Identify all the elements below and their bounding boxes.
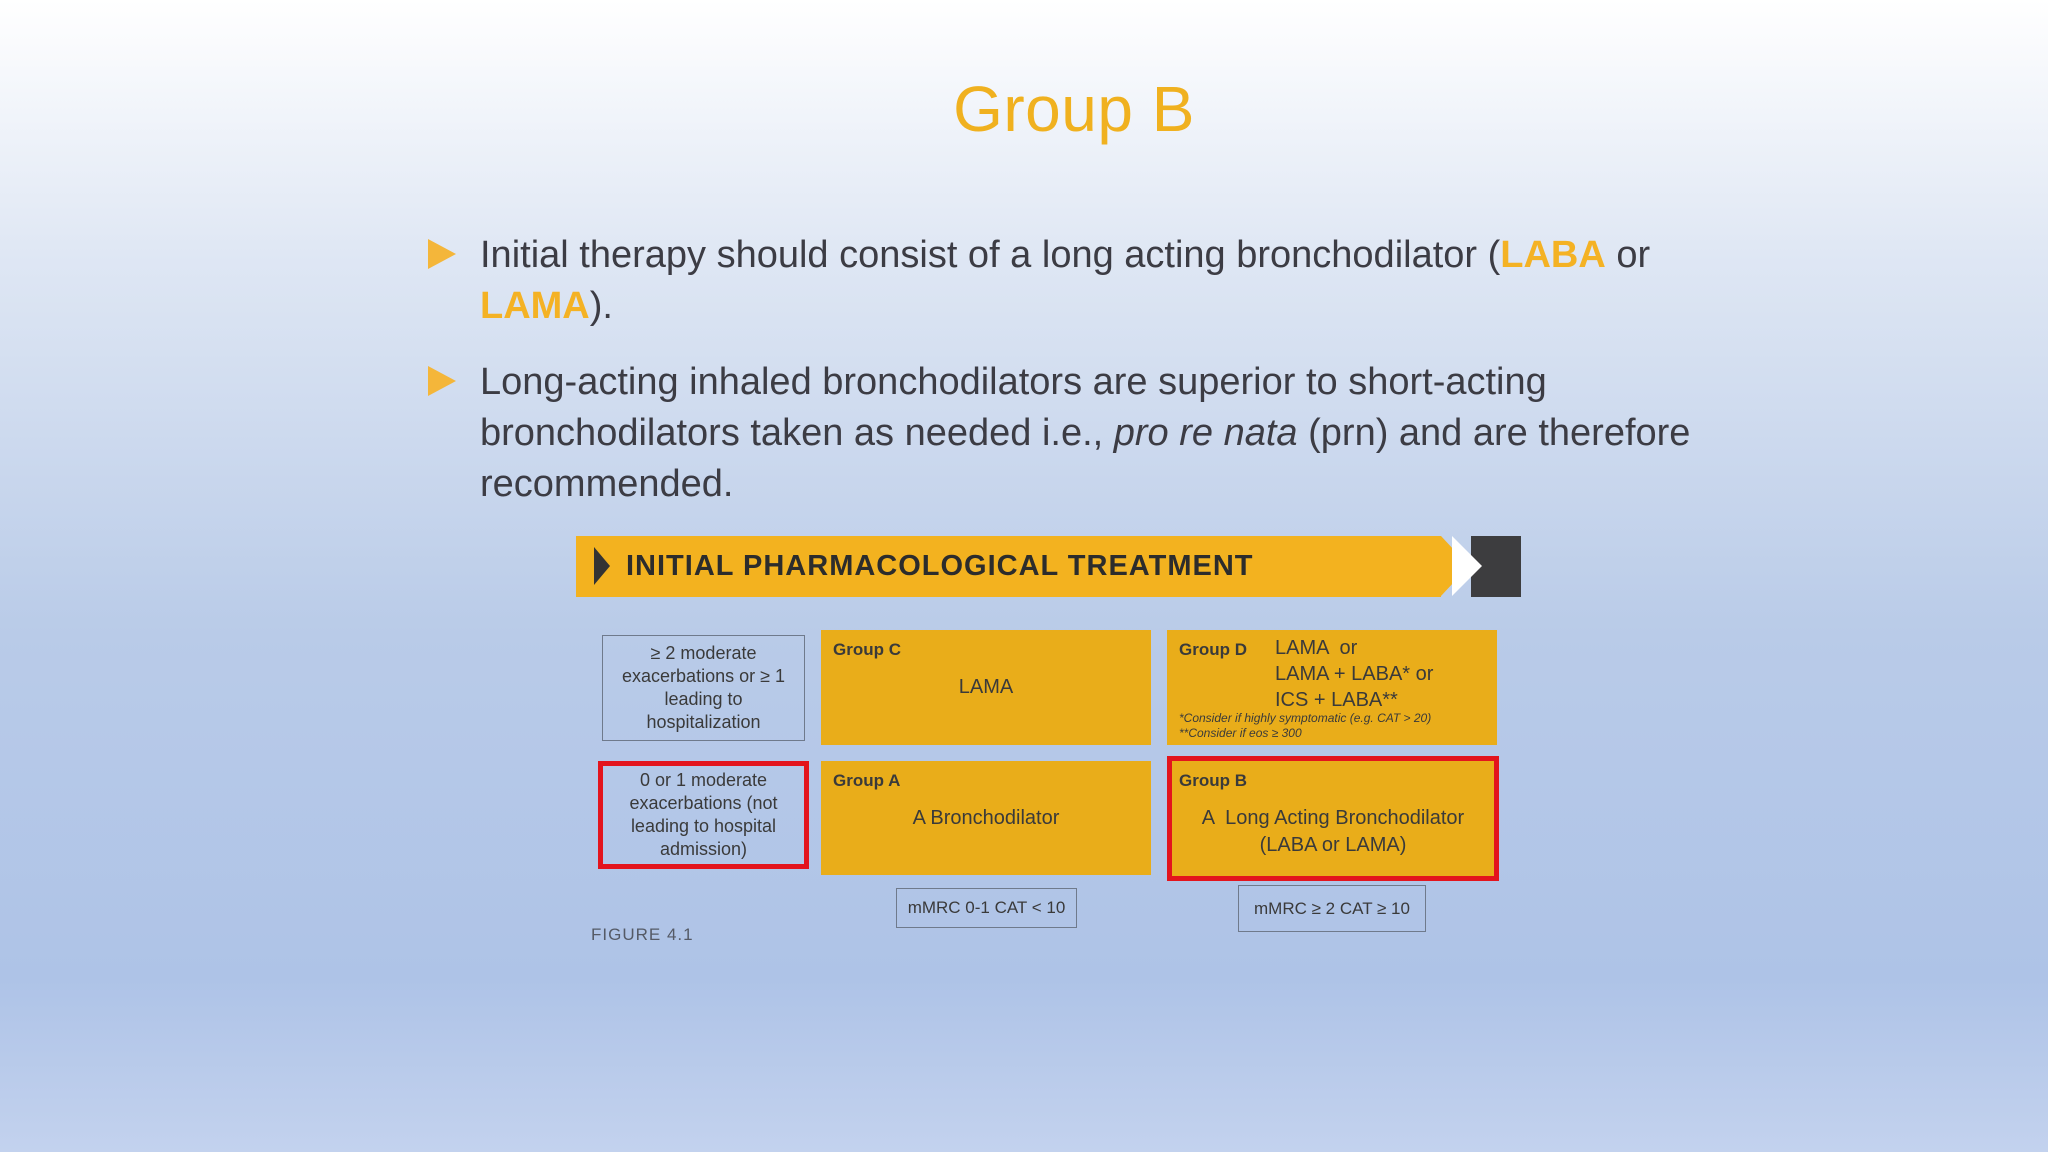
row-label-text: ≥ 2 moderate exacerbations or ≥ 1 leadin… [622, 643, 785, 732]
group-b-box: Group B A Long Acting Bronchodilator (LA… [1167, 756, 1499, 881]
group-d-option: ICS + LABA** [1275, 689, 1398, 711]
group-b-name: Group B [1179, 771, 1247, 790]
bullet-arrow-icon [428, 239, 456, 269]
bullet-item: Initial therapy should consist of a long… [428, 230, 1728, 332]
bullet-list: Initial therapy should consist of a long… [428, 230, 1728, 535]
group-c-box: Group C LAMA [821, 630, 1151, 745]
banner-body [576, 536, 1441, 597]
group-c-name: Group C [833, 640, 901, 659]
group-c-therapy: LAMA [958, 676, 1014, 698]
highlight-lama: LAMA [480, 285, 590, 327]
bullet-text: Initial therapy should consist of a long… [480, 234, 1501, 276]
group-d-therapy-list: LAMA or LAMA + LABA* or ICS + LABA** [1275, 635, 1433, 713]
bullet-text: ). [589, 285, 613, 327]
figure-caption: FIGURE 4.1 [591, 925, 694, 944]
bullet-item: Long-acting inhaled bronchodilators are … [428, 357, 1728, 510]
group-b-therapy: A Long Acting Bronchodilator [1201, 807, 1465, 829]
group-b-therapy-detail: (LABA or LAMA) [1259, 834, 1407, 856]
group-d-option: LAMA or [1275, 637, 1358, 659]
chevron-right-icon [1452, 536, 1482, 596]
group-d-box: Group D LAMA or LAMA + LABA* or ICS + LA… [1167, 630, 1497, 745]
bullet-text: or [1605, 234, 1651, 276]
group-a-name: Group A [833, 771, 901, 790]
group-d-note: *Consider if highly symptomatic (e.g. CA… [1179, 711, 1432, 725]
group-d-note: **Consider if eos ≥ 300 [1179, 726, 1302, 740]
group-d-option: LAMA + LABA* or [1275, 663, 1434, 685]
group-a-therapy: A Bronchodilator [912, 807, 1060, 829]
slide-title: Group B [953, 73, 1195, 145]
play-marker-icon [594, 547, 610, 585]
row-label-text: 0 or 1 moderate exacerbations (not leadi… [629, 770, 778, 859]
axis-label-high-symptoms: mMRC ≥ 2 CAT ≥ 10 [1238, 885, 1426, 932]
row-label-low-risk: 0 or 1 moderate exacerbations (not leadi… [598, 761, 809, 869]
group-d-name: Group D [1179, 640, 1247, 659]
treatment-banner: INITIAL PHARMACOLOGICAL TREATMENT [576, 536, 1521, 597]
banner-title: INITIAL PHARMACOLOGICAL TREATMENT [626, 550, 1254, 582]
row-label-high-risk: ≥ 2 moderate exacerbations or ≥ 1 leadin… [602, 635, 805, 741]
italic-term: pro re nata [1113, 412, 1298, 454]
bullet-text: Long-acting inhaled bronchodilators are … [480, 361, 1547, 454]
highlight-laba: LABA [1500, 234, 1606, 276]
axis-label-low-symptoms: mMRC 0-1 CAT < 10 [896, 888, 1077, 928]
group-a-box: Group A A Bronchodilator [821, 761, 1151, 875]
bullet-text: (prn) and are therefore recommended. [480, 412, 1691, 505]
bullet-arrow-icon [428, 366, 456, 396]
